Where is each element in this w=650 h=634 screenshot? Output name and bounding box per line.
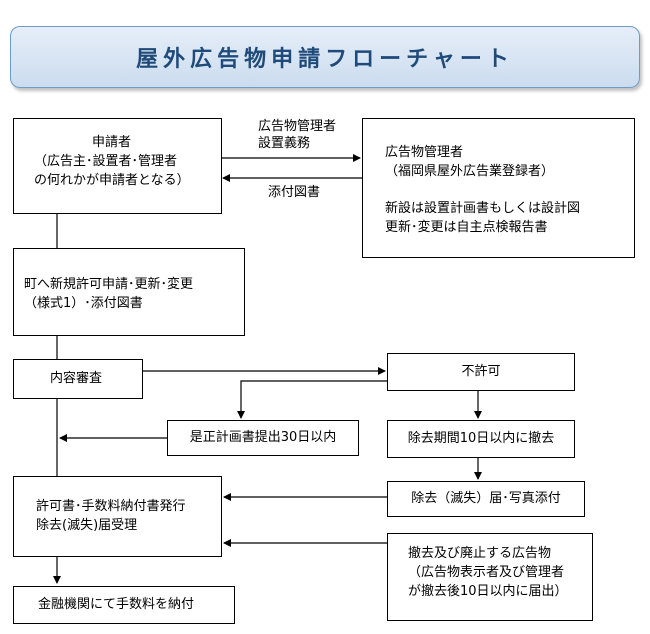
- applicant-note-1: （広告主･設置者･管理者: [34, 154, 178, 169]
- withdrawal-line-2: （広告物表示者及び管理者: [408, 565, 565, 580]
- label-to-manager-2: 設置義務: [258, 136, 311, 151]
- manager-new: 新設は設置計画書もしくは設計図: [385, 201, 581, 216]
- applicant-note-2: の何れかが申請者となる）: [34, 173, 190, 188]
- title-banner: 屋外広告物申請フローチャート: [10, 26, 640, 88]
- arrow-rejection-to-correction: [237, 380, 388, 419]
- withdrawal-line-3: が撤去後10日以内に届出）: [408, 584, 568, 599]
- correction-box: 是正計画書提出30日以内: [167, 420, 359, 456]
- removal-period-label: 除去期間10日以内に撤去: [407, 431, 555, 446]
- town-application-line-1: 町へ新規許可申請･更新･変更: [24, 277, 194, 292]
- page-title: 屋外広告物申請フローチャート: [136, 47, 514, 72]
- manager-update: 更新･変更は自主点検報告書: [385, 220, 548, 235]
- manager-title: 広告物管理者: [385, 145, 464, 160]
- permit-box: 許可書･手数料納付書発行 除去(滅失)届受理: [13, 476, 222, 557]
- rejection-label: 不許可: [461, 364, 501, 379]
- label-attached: 添付図書: [268, 185, 321, 200]
- correction-label: 是正計画書提出30日以内: [189, 430, 337, 445]
- permit-line-1: 許可書･手数料納付書発行: [36, 499, 186, 514]
- withdrawal-box: 撤去及び廃止する広告物 （広告物表示者及び管理者 が撤去後10日以内に届出）: [387, 533, 593, 621]
- review-box: 内容審査: [13, 359, 143, 399]
- applicant-box: 申請者 （広告主･設置者･管理者 の何れかが申請者となる）: [13, 118, 222, 214]
- removal-period-box: 除去期間10日以内に撤去: [387, 420, 575, 458]
- rejection-box: 不許可: [387, 353, 575, 391]
- permit-line-2: 除去(滅失)届受理: [36, 518, 138, 533]
- label-to-manager: 広告物管理者 設置義務: [258, 118, 336, 152]
- label-to-manager-1: 広告物管理者: [258, 119, 337, 134]
- payment-label: 金融機関にて手数料を納付: [38, 597, 195, 612]
- removal-notice-label: 除去（滅失）届･写真添付: [411, 491, 561, 506]
- applicant-title: 申請者: [92, 135, 132, 150]
- town-application-line-2: （様式1）･添付図書: [24, 296, 143, 311]
- manager-note: （福岡県屋外広告業登録者）: [385, 164, 555, 179]
- town-application-box: 町へ新規許可申請･更新･変更 （様式1）･添付図書: [13, 248, 245, 336]
- withdrawal-line-1: 撤去及び廃止する広告物: [408, 546, 552, 561]
- removal-notice-box: 除去（滅失）届･写真添付: [387, 481, 585, 517]
- review-label: 内容審査: [50, 371, 103, 386]
- payment-box: 金融機関にて手数料を納付: [13, 586, 235, 624]
- manager-box: 広告物管理者 （福岡県屋外広告業登録者） 新設は設置計画書もしくは設計図 更新･…: [362, 118, 635, 258]
